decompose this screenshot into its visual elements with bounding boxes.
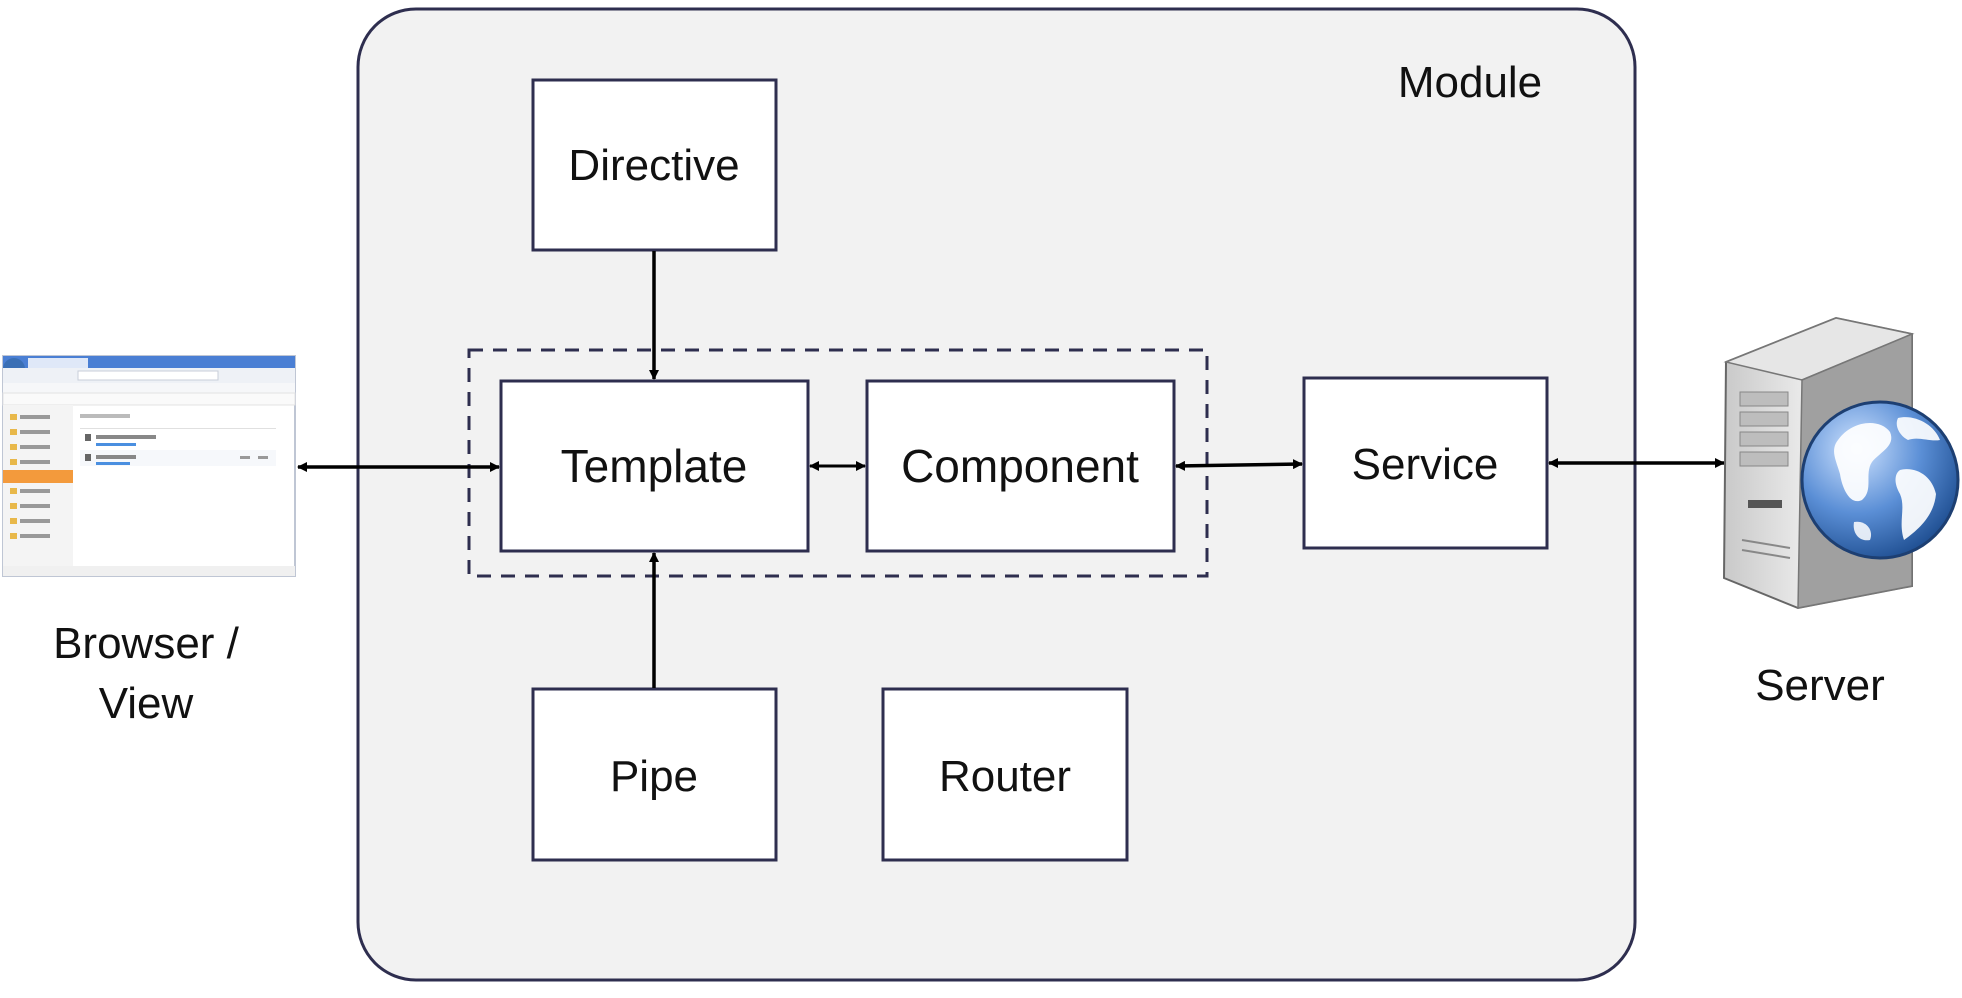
browser-label-line1: Browser /	[53, 619, 240, 668]
service-block: Service	[1302, 376, 1549, 550]
module-label: Module	[1398, 58, 1542, 107]
pipe-block: Pipe	[531, 687, 778, 862]
directive-block: Directive	[531, 78, 778, 252]
template-block: Template	[499, 379, 810, 553]
browser-sidebar	[3, 414, 73, 539]
router-block: Router	[881, 687, 1129, 862]
arrow-component-service	[1175, 459, 1303, 471]
component-label: Component	[901, 440, 1139, 492]
browser-window-icon	[2, 355, 296, 577]
server-globe-icon	[1722, 316, 1960, 610]
router-label: Router	[939, 752, 1071, 801]
service-label: Service	[1352, 440, 1499, 489]
component-block: Component	[865, 379, 1176, 553]
template-label: Template	[561, 440, 748, 492]
pipe-label: Pipe	[610, 752, 698, 801]
server-label: Server	[1755, 661, 1885, 710]
browser-label-line2: View	[99, 679, 194, 728]
directive-label: Directive	[568, 141, 739, 190]
